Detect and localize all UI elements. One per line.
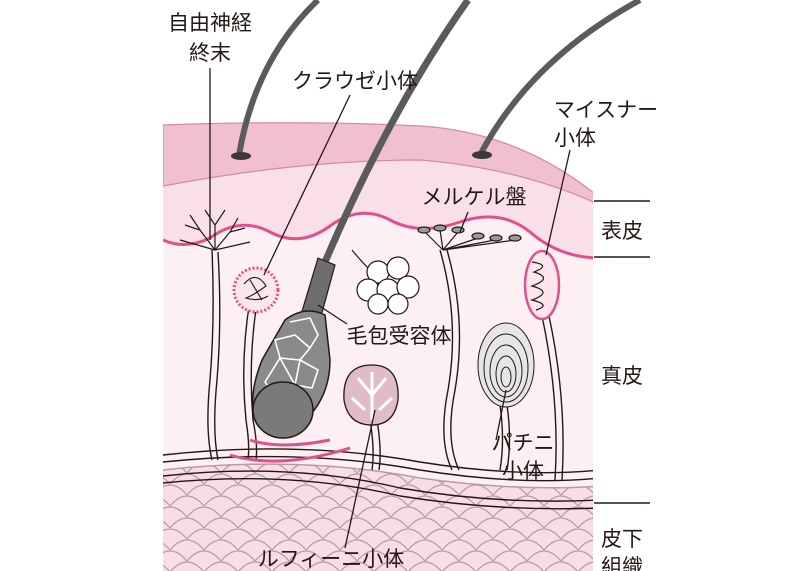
- hairs: [231, 0, 642, 264]
- subcutis-fat-cells: [163, 464, 593, 571]
- krause-bulb: [232, 266, 280, 314]
- merkel-disc: [417, 224, 522, 251]
- ruffini-corpuscle: [343, 364, 399, 426]
- gland-cluster: [351, 249, 420, 315]
- label-free-nerve-ending-line1: 自由神経: [168, 11, 252, 35]
- label-hair-follicle: 毛包受容体: [347, 324, 452, 348]
- nerve-fibers: [163, 249, 593, 510]
- hair-follicle-receptor: [229, 257, 351, 463]
- label-epidermis: 表皮: [601, 219, 643, 243]
- receptor-labels: 自由神経 終末 クラウゼ小体 マイスナー 小体 メルケル盤 毛包受容体 パチニ …: [168, 11, 658, 571]
- label-meissner-line1: マイスナー: [554, 98, 658, 122]
- hair-shaft-left: [236, 0, 321, 156]
- label-meissner-line2: 小体: [554, 126, 596, 150]
- free-nerve-endings: [179, 209, 251, 251]
- basement-membrane: [163, 211, 593, 260]
- hair-shaft-right: [477, 0, 642, 157]
- label-pacinian-line2: 小体: [502, 459, 544, 483]
- label-subcutis-line1: 皮下: [601, 527, 643, 551]
- label-krause: クラウゼ小体: [292, 69, 418, 93]
- label-free-nerve-ending-line2: 終末: [189, 41, 231, 65]
- leader-lines: [209, 68, 571, 549]
- layer-dividers: [594, 200, 650, 504]
- label-ruffini: ルフィーニ小体: [258, 547, 405, 571]
- layer-labels: 表皮 真皮 皮下 組織: [601, 219, 643, 571]
- label-dermis: 真皮: [601, 364, 643, 388]
- hair-shaft-main: [321, 0, 471, 264]
- label-pacinian-line1: パチニ: [492, 431, 555, 455]
- label-subcutis-line2: 組織: [601, 555, 643, 571]
- meissner-corpuscle: [523, 249, 561, 321]
- label-merkel: メルケル盤: [422, 185, 527, 209]
- dermis-subcutis-border: [163, 463, 593, 489]
- pacinian-corpuscle: [477, 322, 535, 408]
